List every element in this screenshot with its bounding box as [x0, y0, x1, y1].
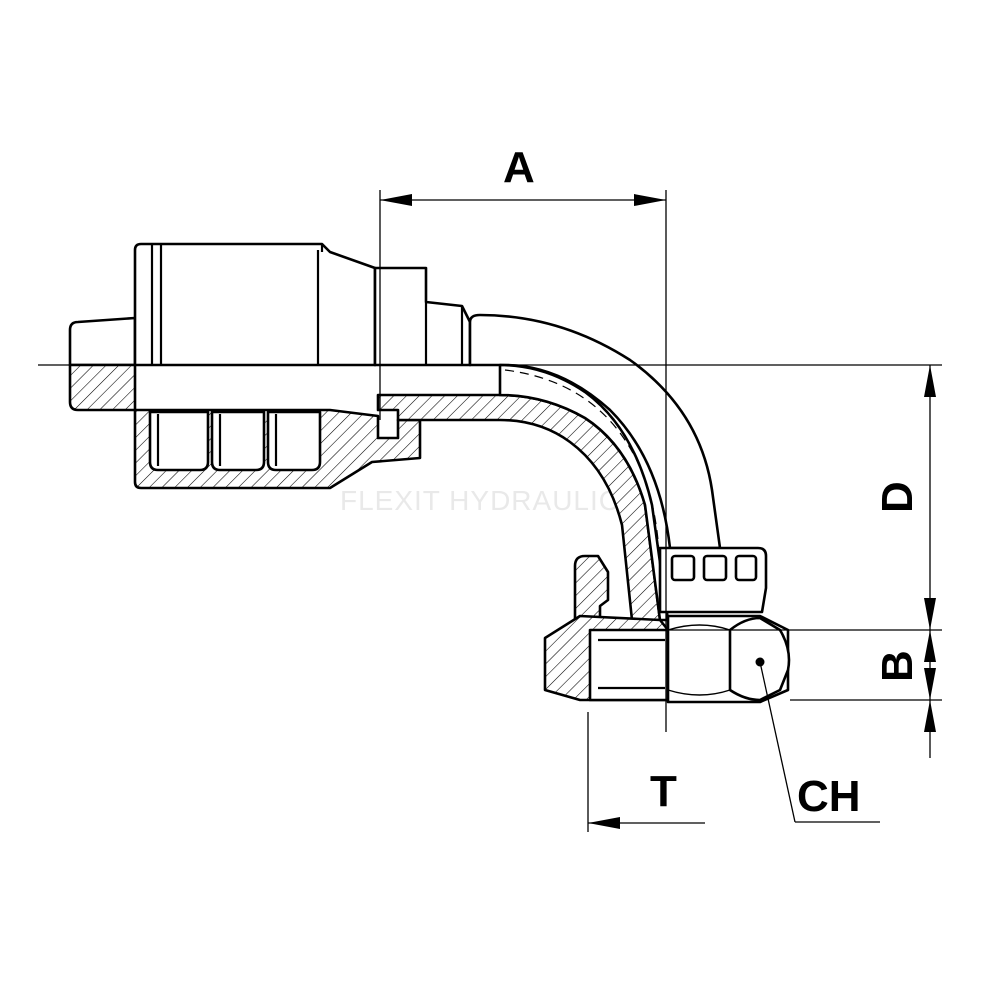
bent-tube	[376, 313, 722, 622]
dimension-b: B	[790, 630, 942, 758]
dimension-a: A	[379, 143, 666, 420]
dimension-label-t: T	[650, 767, 677, 816]
center-lines	[38, 190, 942, 732]
hose-tail	[68, 316, 137, 412]
callout-label-ch: CH	[797, 772, 861, 821]
watermark-text: FLEXIT HYDRAULICS	[340, 485, 640, 516]
swivel-nut	[543, 546, 791, 704]
ferrule-upper	[133, 242, 377, 367]
dimension-t: T	[587, 712, 705, 832]
dimension-label-a: A	[503, 143, 535, 192]
dimension-label-d: D	[873, 481, 922, 513]
nipple-collar	[373, 266, 472, 367]
dimension-label-b: B	[873, 650, 922, 682]
callout-ch: CH	[759, 661, 880, 823]
ferrule-lower	[133, 408, 422, 490]
dimension-d: D	[668, 365, 942, 631]
